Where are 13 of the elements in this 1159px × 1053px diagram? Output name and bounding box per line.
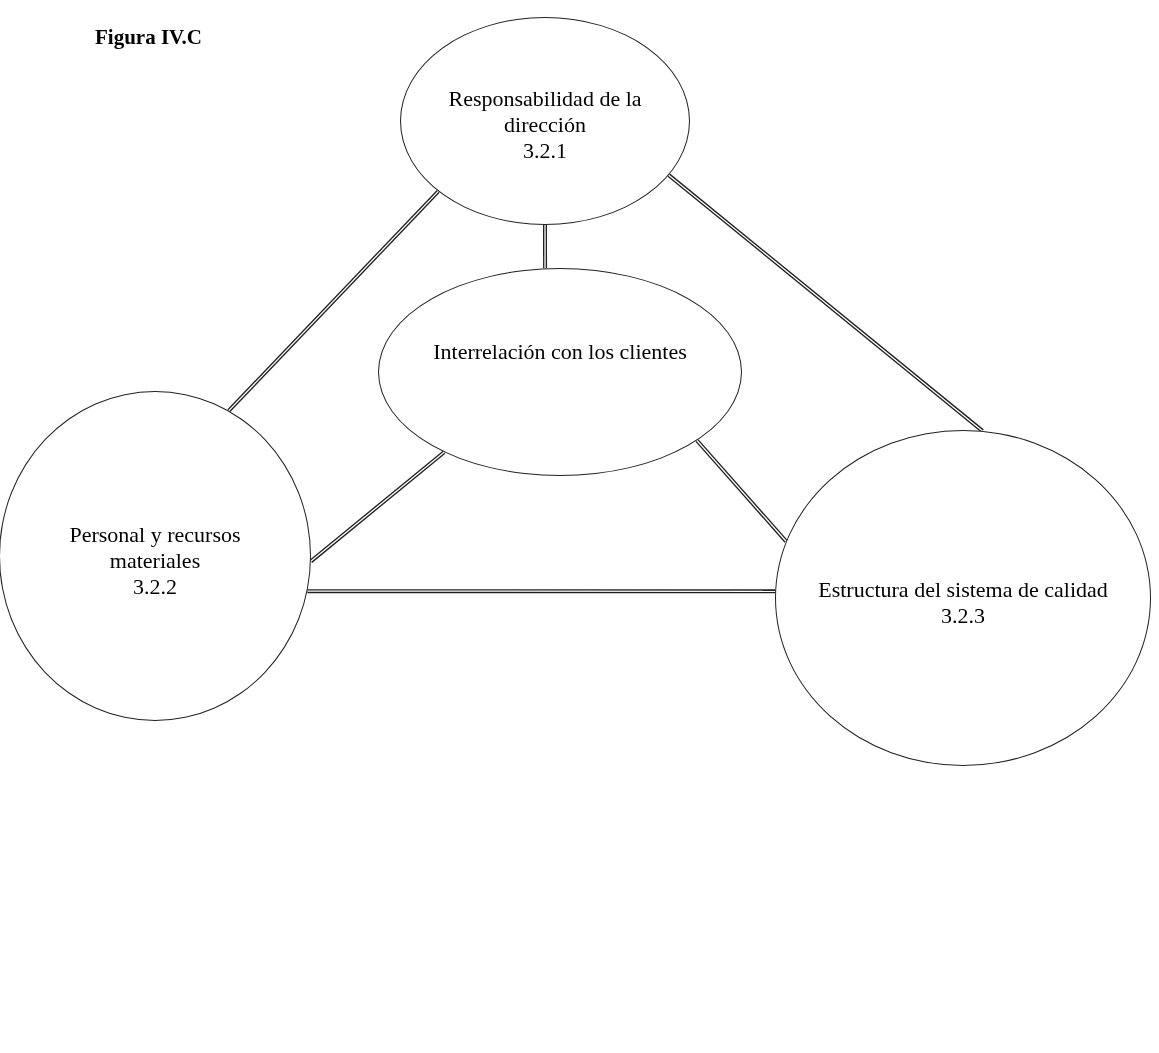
- node-label: Interrelación con los clientes: [433, 339, 687, 365]
- double-line: [227, 190, 440, 413]
- section-number: 3.2.2: [133, 574, 177, 600]
- node-label: Estructura del sistema de calidad: [818, 577, 1108, 603]
- node-label: Personal y recursos materiales: [68, 522, 242, 574]
- figure-title: Figura IV.C: [95, 24, 202, 51]
- double-line: [543, 225, 548, 269]
- node-label: Responsabilidad de la dirección: [447, 86, 643, 138]
- double-line: [309, 450, 446, 563]
- section-number: 3.2.3: [941, 603, 985, 629]
- double-line: [695, 439, 788, 543]
- section-number: 3.2.1: [523, 138, 567, 164]
- double-line: [307, 589, 776, 594]
